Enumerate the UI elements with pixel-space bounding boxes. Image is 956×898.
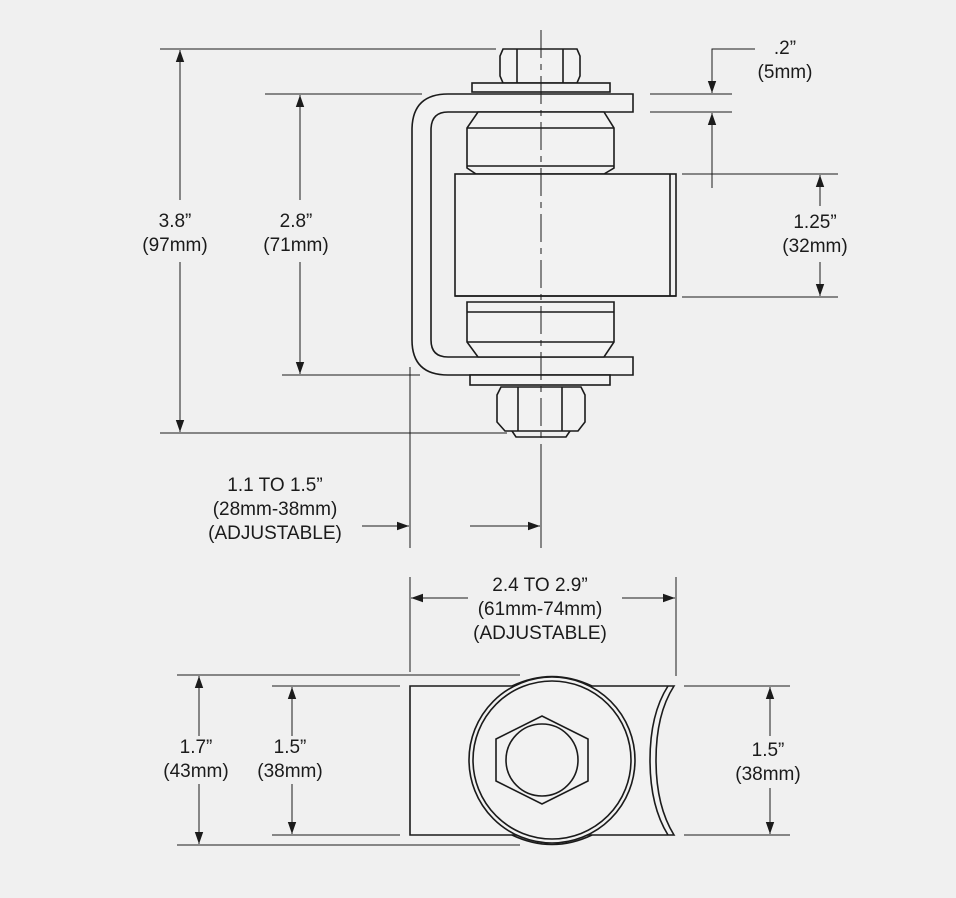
- offset-range-metric: (28mm-38mm): [212, 499, 338, 520]
- length-range-note: (ADJUSTABLE): [473, 623, 607, 644]
- plate-thickness-label: .2” (5mm): [740, 37, 830, 85]
- plate-thickness-metric: (5mm): [757, 62, 813, 83]
- bottom-washer: [469, 374, 611, 386]
- bracket-height-metric: (71mm): [263, 235, 329, 256]
- top-nut: [499, 48, 581, 84]
- hex-nut: [495, 715, 589, 805]
- washer-edge-bottom: [511, 834, 593, 846]
- total-width-imperial: 1.7”: [179, 737, 213, 758]
- overall-height-metric: (97mm): [142, 235, 208, 256]
- plate-width-imperial: 1.5”: [273, 737, 307, 758]
- strap-width-label: 1.5” (38mm): [718, 739, 818, 787]
- bracket: [411, 93, 634, 376]
- total-width-label: 1.7” (43mm): [146, 736, 246, 784]
- total-width-metric: (43mm): [163, 761, 229, 782]
- overall-height-imperial: 3.8”: [158, 211, 192, 232]
- top-view: [409, 675, 676, 846]
- plate-thickness-imperial: .2”: [773, 38, 797, 59]
- nut-bore: [505, 723, 579, 797]
- plate-dim-upper: [707, 48, 755, 93]
- washer-inner: [472, 680, 632, 840]
- barrel-height-imperial: 1.25”: [793, 212, 837, 233]
- plate-width-label: 1.5” (38mm): [240, 736, 340, 784]
- offset-range-note: (ADJUSTABLE): [208, 523, 342, 544]
- offset-range-label: 1.1 TO 1.5” (28mm-38mm) (ADJUSTABLE): [190, 474, 360, 546]
- strap-width-imperial: 1.5”: [751, 740, 785, 761]
- barrel-height-label: 1.25” (32mm): [765, 211, 865, 259]
- offset-range-imperial: 1.1 TO 1.5”: [227, 475, 323, 496]
- bracket-height-label: 2.8” (71mm): [246, 210, 346, 258]
- top-dimensions: [177, 577, 790, 846]
- barrel: [454, 173, 677, 297]
- bracket-height-imperial: 2.8”: [279, 211, 313, 232]
- length-range-label: 2.4 TO 2.9” (61mm-74mm) (ADJUSTABLE): [455, 574, 625, 646]
- length-range-metric: (61mm-74mm): [477, 599, 603, 620]
- strap-width-metric: (38mm): [735, 764, 801, 785]
- overall-height-label: 3.8” (97mm): [125, 210, 225, 258]
- side-dimensions: [160, 48, 838, 548]
- side-view: [411, 30, 677, 548]
- barrel-height-metric: (32mm): [782, 236, 848, 257]
- strap-inner-edge: [649, 685, 669, 836]
- plate-width-metric: (38mm): [257, 761, 323, 782]
- length-range-imperial: 2.4 TO 2.9”: [492, 575, 588, 596]
